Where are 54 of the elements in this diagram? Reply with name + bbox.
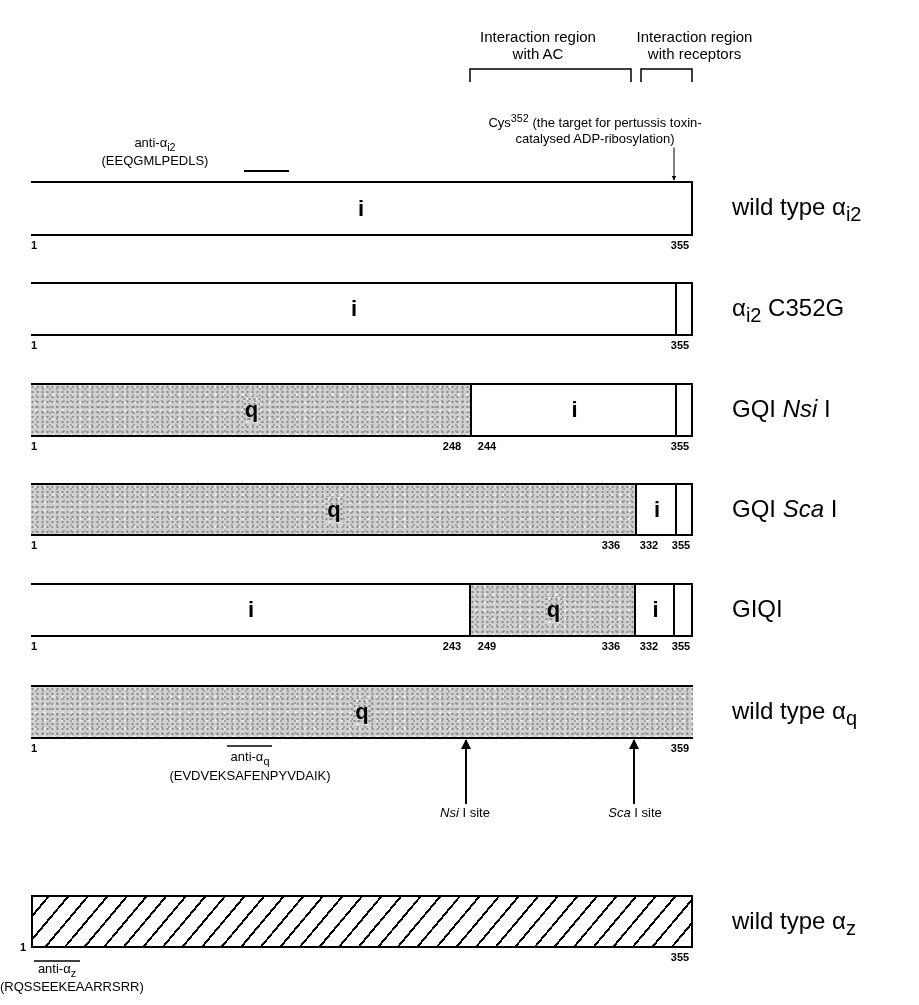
residue-number: 243 (442, 640, 462, 653)
epitope-sequence: (EEQGMLPEDLS) (101, 154, 209, 169)
residue-number: 355 (670, 339, 690, 352)
residue-number: 355 (671, 640, 691, 653)
protein-bar (31, 583, 693, 637)
domain-letter: q (353, 699, 371, 725)
antibody-label: anti-α$_{q}$ (230, 750, 270, 768)
construct-name: GIQI (732, 595, 783, 623)
arrow (629, 739, 639, 805)
residue-number: 1 (31, 339, 38, 352)
domain-segment (469, 585, 636, 635)
residue-number: 1 (31, 539, 38, 552)
region-label: Interaction region with receptors (635, 28, 754, 63)
construct-name: GQI Nsi I (732, 395, 831, 423)
domain-letter: q (325, 496, 343, 523)
antibody-label: anti-α$_{z}$ (37, 962, 77, 980)
site-label: Cys$^{352}$ (the target for pertussis toxin-catalysed ADP-ribosylation) (470, 112, 720, 147)
residue-number: 359 (670, 742, 690, 755)
residue-number: 336 (601, 640, 621, 653)
residue-number: 249 (477, 640, 497, 653)
epitope-sequence: (EVDVEKSAFENPYVDAIK) (169, 769, 331, 784)
residue-number: 1 (31, 239, 38, 252)
domain-letter: q (242, 397, 261, 423)
construct-name: α$_{i2}$ C352G (732, 294, 845, 327)
residue-number: 1 (31, 742, 38, 755)
region-label: Interaction region with AC (479, 28, 597, 63)
protein-bar (31, 483, 693, 536)
construct-name: wild type α$_{i2}$ (732, 193, 862, 226)
domain-segment (31, 485, 637, 534)
residue-number: 1 (20, 941, 27, 954)
residue-number: 248 (442, 440, 462, 453)
residue-number: 355 (670, 440, 690, 453)
residue-number: 355 (671, 539, 691, 552)
residue-number: 355 (670, 951, 690, 964)
residue-number: 355 (670, 239, 690, 252)
residue-number: 244 (477, 440, 497, 453)
arrow (461, 739, 471, 805)
residue-number: 332 (639, 539, 659, 552)
protein-bar (31, 383, 693, 437)
construct-name: wild type α$_{z}$ (732, 907, 856, 940)
domain-letter: q (544, 597, 563, 623)
residue-number: 336 (601, 539, 621, 552)
residue-number: 332 (639, 640, 659, 653)
antibody-label: anti-α$_{i2}$ (134, 136, 176, 154)
site-label: Nsi I site (415, 805, 515, 821)
arrow (671, 147, 677, 181)
site-label: Sca I site (585, 805, 685, 821)
residue-number: 1 (31, 640, 38, 653)
epitope-sequence: (RQSSEEKEAARRSRR) (0, 980, 144, 995)
protein-bar (31, 895, 693, 948)
construct-name: GQI Sca I (732, 495, 838, 523)
residue-number: 1 (31, 440, 38, 453)
domain-segment (31, 385, 472, 435)
construct-name: wild type α$_{q}$ (732, 697, 858, 730)
